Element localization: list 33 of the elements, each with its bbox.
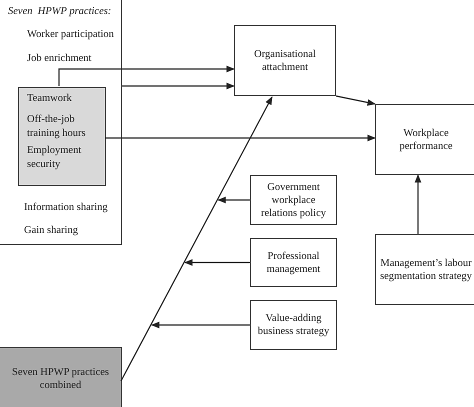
practice-label: Worker participation xyxy=(27,28,115,42)
process-box xyxy=(375,234,474,305)
process-box xyxy=(250,238,337,287)
practice-label: Off-the-job training hours xyxy=(27,113,87,141)
practice-label: Gain sharing xyxy=(24,224,79,238)
arrow xyxy=(336,95,376,106)
process-box xyxy=(250,175,337,225)
arrow xyxy=(150,322,250,328)
box-label: Government workplace relations policy xyxy=(260,180,328,220)
arrow xyxy=(58,66,235,86)
arrow xyxy=(414,174,422,234)
box-label: Value-adding business strategy xyxy=(256,312,330,338)
process-box xyxy=(0,347,122,407)
practice-label: Information sharing xyxy=(24,201,109,215)
arrow xyxy=(122,82,235,90)
process-box xyxy=(18,87,106,186)
box-label: Organisational attachment xyxy=(253,48,317,74)
practice-label: Employment security xyxy=(27,144,82,172)
process-box xyxy=(250,300,337,350)
arrow xyxy=(184,259,250,266)
group-box xyxy=(0,0,122,245)
group-heading: Seven HPWP practices: xyxy=(8,5,112,19)
arrow xyxy=(105,134,376,142)
process-box xyxy=(375,104,474,175)
box-label: Management’s labour segmentation strategy xyxy=(380,256,472,282)
practice-label: Job enrichment xyxy=(27,52,92,66)
box-label: Professional management xyxy=(266,250,322,276)
practice-label: Teamwork xyxy=(27,92,73,106)
process-box xyxy=(234,25,336,96)
arrow xyxy=(217,196,250,204)
box-label: Seven HPWP practices combined xyxy=(10,366,110,392)
arrow xyxy=(120,96,273,382)
box-label: Workplace performance xyxy=(398,126,454,152)
